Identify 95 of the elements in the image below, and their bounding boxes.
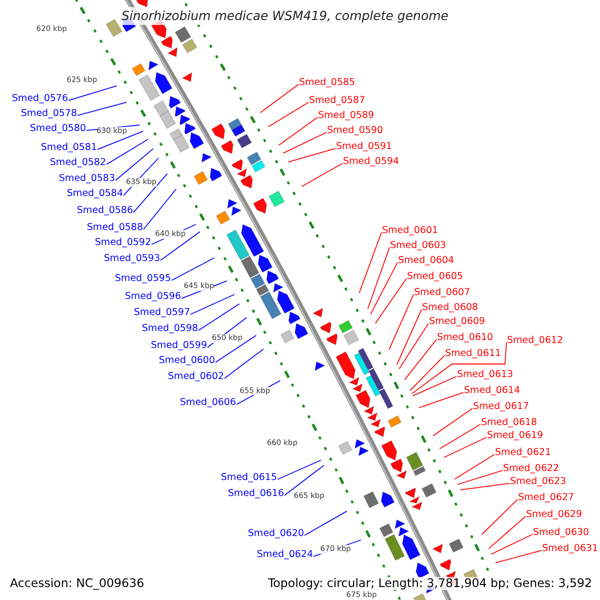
leader-line	[367, 246, 390, 310]
leader-line	[268, 102, 309, 128]
leader-line	[410, 354, 445, 391]
gene-label: Smed_0588	[86, 222, 143, 232]
leader-line	[418, 392, 464, 408]
gene-label: Smed_0629	[526, 508, 582, 520]
gene-label: Smed_0598	[142, 322, 198, 334]
leader-line	[404, 338, 437, 380]
gene-label: Smed_0614	[464, 384, 520, 396]
gene-label: Smed_0590	[327, 124, 384, 136]
gene-label: Smed_0599	[150, 340, 207, 350]
gene-label: Smed_0591	[336, 140, 392, 152]
leader-line	[97, 130, 144, 150]
gene-label: Smed_0627	[518, 492, 574, 502]
leader-line	[160, 231, 200, 261]
gene-label: Smed_0578	[20, 108, 77, 118]
gene-label: Smed_0583	[58, 172, 115, 184]
gene-label: Smed_0589	[318, 110, 374, 120]
leader-line	[495, 550, 542, 564]
leader-line	[77, 102, 127, 116]
gene-label: Smed_0621	[495, 446, 552, 458]
gene-label: Smed_0584	[66, 188, 123, 198]
leader-line	[106, 138, 148, 165]
gene-label: Smed_0576	[12, 92, 68, 104]
leader-line	[412, 376, 457, 396]
leader-line	[133, 173, 168, 213]
gene-label: Smed_0619	[487, 430, 544, 440]
leader-line	[411, 342, 507, 394]
gene-label: Smed_0597	[134, 306, 190, 318]
gene-label: Smed_0602	[168, 370, 224, 382]
leader-line	[460, 482, 510, 490]
leader-line	[288, 148, 336, 163]
leader-line	[171, 257, 215, 281]
gene-label: Smed_0624	[256, 548, 313, 560]
gene-label: Smed_0610	[437, 332, 494, 342]
leader-line	[301, 162, 343, 187]
leader-line	[282, 132, 327, 154]
leader-line	[481, 498, 518, 535]
gene-label: Smed_0622	[503, 462, 560, 474]
gene-label: Smed_0581	[40, 142, 97, 152]
gene-label: Smed_0580	[30, 122, 86, 134]
gene-label: Smed_0611	[445, 348, 502, 358]
gene-label: Smed_0616	[228, 488, 284, 498]
gene-label: Smed_0600	[158, 354, 215, 366]
leader-line	[490, 534, 533, 555]
leader-line	[277, 460, 322, 480]
gene-label: Smed_0595	[114, 272, 171, 284]
leader-line	[198, 303, 240, 331]
gene-label: Smed_0630	[533, 526, 590, 538]
leader-line	[190, 294, 235, 315]
leader-line	[284, 464, 324, 496]
gene-label: Smed_0582	[50, 156, 106, 168]
gene-label: Smed_0631	[542, 542, 598, 554]
gene-label: Smed_0623	[510, 476, 566, 486]
gene-label: Smed_0609	[429, 316, 486, 326]
leader-line	[215, 334, 257, 363]
leader-line	[358, 232, 382, 294]
leader-line	[388, 294, 414, 350]
gene-label: Smed_0593	[104, 252, 160, 264]
leader-line	[278, 116, 318, 146]
leader-line	[260, 84, 299, 114]
leader-line	[432, 408, 473, 436]
gene-label: Smed_0612	[507, 334, 564, 346]
leader-line	[304, 510, 348, 536]
leader-line	[224, 348, 264, 379]
gene-label: Smed_0585	[299, 76, 356, 88]
gene-label: Smed_0596	[124, 290, 181, 302]
leader-line	[398, 322, 429, 370]
gene-label: Smed_0606	[180, 396, 236, 408]
gene-label: Smed_0607	[414, 286, 470, 298]
gene-label: Smed_0604	[398, 254, 454, 266]
leader-line	[456, 470, 503, 485]
leader-line	[115, 148, 154, 181]
gene-label: Smed_0603	[390, 240, 446, 250]
gene-label: Smed_0601	[382, 224, 438, 236]
gene-label: Smed_0613	[457, 368, 514, 380]
gene-label: Smed_0605	[407, 270, 464, 282]
gene-label: Smed_0608	[422, 302, 478, 312]
leader-line	[444, 436, 487, 458]
leader-line	[396, 308, 422, 366]
leader-line	[439, 424, 481, 450]
gene-label: Smed_0620	[248, 528, 304, 538]
gene-label: Smed_0618	[481, 416, 538, 428]
leader-line	[454, 454, 495, 480]
leader-line	[374, 278, 407, 324]
gene-label: Smed_0617	[473, 400, 530, 412]
gene-label: Smed_0594	[343, 156, 400, 166]
leader-line	[488, 516, 526, 550]
gene-label: Smed_0615	[220, 472, 277, 482]
gene-label: Smed_0592	[94, 236, 151, 248]
leader-line	[68, 85, 118, 101]
leader-line	[370, 262, 398, 315]
gene-label: Smed_0587	[309, 94, 366, 106]
gene-label: Smed_0586	[76, 204, 133, 216]
leader-line	[143, 188, 177, 230]
